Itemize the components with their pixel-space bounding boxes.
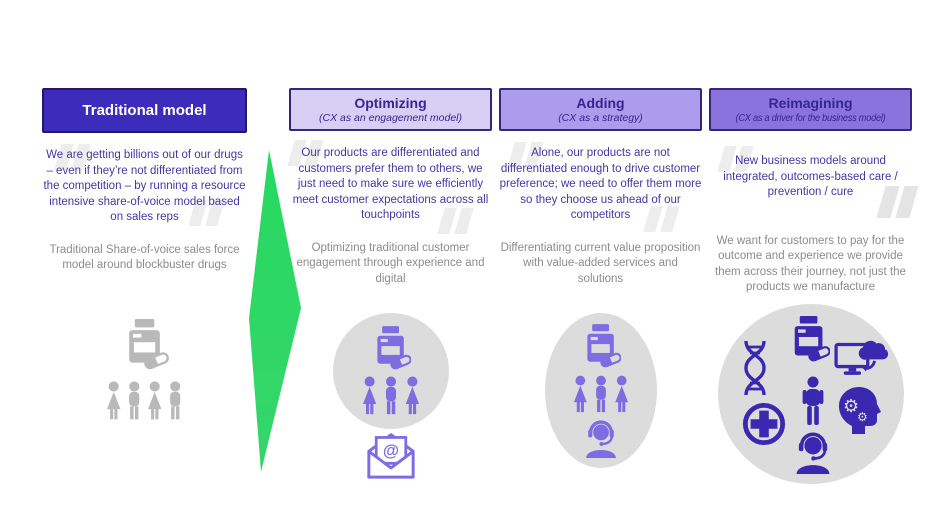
quote-block: We are getting billions out of our drugs… [42, 144, 247, 243]
header-subtitle: (CX as an engagement model) [319, 111, 462, 124]
person-icon [802, 376, 823, 425]
header-adding: Adding (CX as a strategy) [499, 88, 702, 131]
column-reimagining: Reimagining (CX as a driver for the busi… [709, 88, 919, 484]
description-text: Traditional Share-of-voice sales force m… [49, 244, 240, 272]
quote-text: New business models around integrated, o… [723, 155, 898, 199]
header-subtitle: (CX as a driver for the business model) [735, 111, 886, 124]
email-envelope-icon: @ [366, 433, 415, 479]
cloud-computing-icon [833, 340, 888, 375]
pill-bottle-icon [128, 319, 169, 370]
people-group-icon [573, 375, 628, 412]
header-title: Reimagining [768, 95, 853, 112]
column-adding: Adding (CX as a strategy) Alone, our pro… [499, 88, 702, 468]
header-reimagining: Reimagining (CX as a driver for the busi… [709, 88, 912, 131]
svg-text:⚙: ⚙ [843, 396, 859, 416]
dna-icon [743, 340, 766, 396]
support-agent-icon [585, 419, 616, 458]
header-title: Adding [576, 95, 625, 112]
column-traditional-model: Traditional model We are getting billion… [42, 88, 247, 421]
quote-block: New business models around integrated, o… [709, 146, 919, 234]
header-optimizing: Optimizing (CX as an engagement model) [289, 88, 492, 131]
icon-circle [332, 313, 449, 429]
mind-gears-icon: ⚙ ⚙ [838, 387, 881, 434]
quote-text: Alone, our products are not differentiat… [499, 147, 702, 222]
icon-circle: ⚙ ⚙ [717, 304, 904, 484]
quote-text: We are getting billions out of our drugs… [43, 149, 246, 224]
column-optimizing: Optimizing (CX as an engagement model) O… [287, 88, 492, 479]
pill-bottle-icon [586, 323, 621, 367]
people-group-icon [362, 376, 419, 415]
header-title: Optimizing [354, 95, 427, 112]
header-title: Traditional model [82, 101, 207, 119]
svg-text:⚙: ⚙ [857, 410, 868, 424]
description-text: Differentiating current value propositio… [500, 242, 701, 285]
header-subtitle: (CX as a strategy) [558, 111, 643, 124]
quote-text: Our products are differentiated and cust… [292, 147, 489, 222]
transition-arrow [249, 150, 301, 472]
description-text: Optimizing traditional customer engageme… [296, 242, 485, 285]
svg-text:@: @ [382, 441, 398, 460]
quote-block: Our products are differentiated and cust… [287, 140, 492, 241]
support-agent-icon [796, 432, 829, 474]
description-text: We want for customers to pay for the out… [715, 235, 906, 293]
people-group-icon [106, 381, 180, 420]
medical-cross-icon [742, 402, 785, 446]
header-traditional-model: Traditional model [42, 88, 247, 133]
pill-bottle-icon [794, 316, 830, 362]
icon-ellipse [544, 313, 657, 468]
pill-bottle-icon [376, 326, 411, 370]
quote-block: Alone, our products are not differentiat… [499, 142, 702, 241]
